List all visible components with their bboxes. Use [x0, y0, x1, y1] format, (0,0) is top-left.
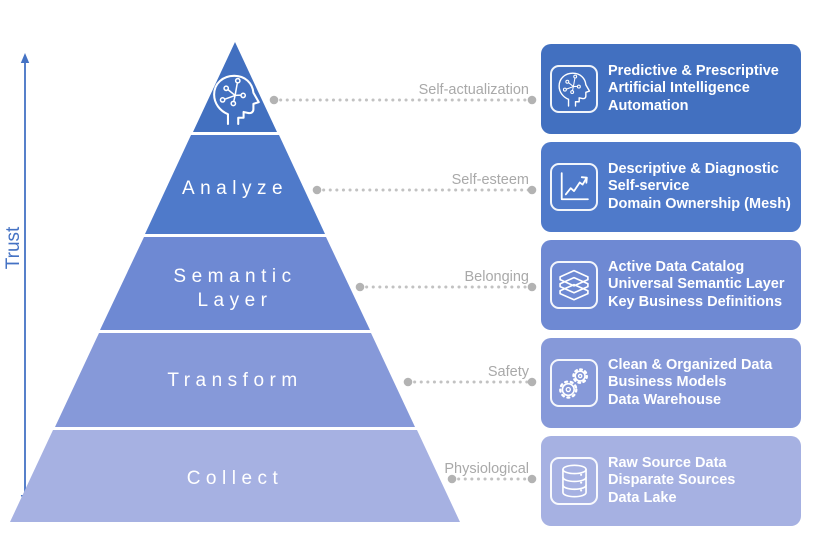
trust-axis-label: Trust: [3, 226, 24, 270]
card-analyze: Descriptive & Diagnostic Self-service Do…: [541, 142, 801, 232]
connector-safety: [403, 377, 537, 387]
maslow-label-self-actualization: Self-actualization: [418, 82, 529, 98]
card-line: Domain Ownership (Mesh): [608, 195, 791, 212]
card-line: Business Models: [608, 374, 727, 391]
card-line: Data Lake: [608, 489, 677, 506]
connector-self-esteem: [312, 185, 537, 195]
card-line: Active Data Catalog: [608, 258, 745, 275]
maslow-label-physiological: Physiological: [444, 461, 529, 477]
pyramid-level-transform: [55, 333, 415, 427]
card-semantic-icon-box: [550, 261, 598, 309]
card-line: Automation: [608, 97, 689, 114]
card-line: Descriptive & Diagnostic: [608, 160, 779, 177]
pyramid-level-analyze: [145, 135, 325, 234]
pyramid-label-transform: Transform: [167, 370, 303, 391]
brain-circuit-head-icon: [558, 72, 591, 107]
pyramid-label-analyze: Analyze: [181, 178, 289, 199]
card-analyze-icon-box: [550, 163, 598, 211]
maslow-label-self-esteem: Self-esteem: [451, 172, 529, 188]
database-icon: [561, 464, 587, 498]
card-line: Disparate Sources: [608, 472, 736, 489]
pyramid-level-collect: [10, 430, 460, 522]
connector-belonging: [355, 282, 537, 292]
card-line: Predictive & Prescriptive: [608, 62, 779, 79]
pyramid-label-collect: Collect: [186, 468, 284, 489]
card-collect: Raw Source Data Disparate Sources Data L…: [541, 436, 801, 526]
card-collect-icon-box: [550, 457, 598, 505]
card-line: Clean & Organized Data: [608, 356, 773, 373]
pyramid-label-semantic-line2: Layer: [197, 289, 273, 311]
card-semantic-layer: Active Data Catalog Universal Semantic L…: [541, 240, 801, 330]
connector-self-actualization: [269, 95, 537, 105]
maslow-label-belonging: Belonging: [464, 269, 530, 285]
gears-icon: [559, 368, 588, 399]
card-ai-icon-box: [550, 65, 598, 113]
card-line: Key Business Definitions: [608, 293, 783, 310]
card-ai: Predictive & Prescriptive Artificial Int…: [541, 44, 801, 134]
pyramid-level-ai: [193, 42, 277, 132]
card-transform: Clean & Organized Data Business Models D…: [541, 338, 801, 428]
card-transform-icon-box: [550, 359, 598, 407]
card-line: Self-service: [608, 178, 690, 195]
books-stack-icon: [559, 269, 589, 301]
pyramid-level-semantic-layer: [100, 237, 370, 330]
pyramid-label-semantic-line1: Semantic: [173, 266, 297, 287]
trust-axis-arrow: [20, 53, 30, 505]
pyramid-label-semantic-layer: Semantic Layer: [173, 265, 296, 312]
card-line: Universal Semantic Layer: [608, 276, 785, 293]
card-line: Data Warehouse: [608, 391, 722, 408]
line-chart-icon: [560, 172, 589, 201]
card-line: Raw Source Data: [608, 454, 727, 471]
card-line: Artificial Intelligence: [608, 80, 750, 97]
connector-physiological: [447, 474, 537, 484]
maslow-label-safety: Safety: [487, 364, 529, 380]
